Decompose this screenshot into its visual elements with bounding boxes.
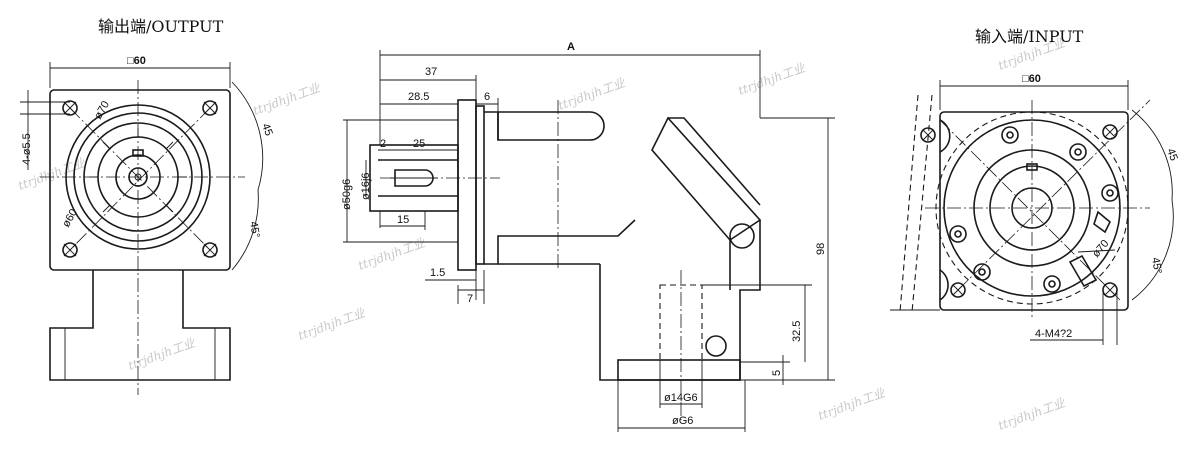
input-view: □60 [890,73,1180,345]
dim-50g6: ø50g6 [341,179,353,210]
dim-15: 15 [397,214,409,226]
output-square-dim: □60 [127,55,146,67]
input-angle-45: 45 [1164,147,1179,163]
dim-7: 7 [467,293,473,305]
dim-25: 25 [413,138,425,150]
input-angle-45b: 45° [1149,256,1164,274]
dim-14g6: ø14G6 [664,392,698,404]
watermark: ttrjdhjh工业 [556,75,627,112]
output-title: 输出端/OUTPUT [98,17,224,36]
output-angle-45: 45 [259,122,274,138]
input-square-dim: □60 [1022,73,1041,85]
watermark: ttrjdhjh工业 [816,385,887,422]
watermark: ttrjdhjh工业 [736,60,807,97]
output-view: □60 [20,55,275,395]
watermark: ttrjdhjh工业 [126,335,197,372]
output-dia-dim: ø60 [60,207,80,229]
watermark: ttrjdhjh工业 [251,80,322,117]
watermark-group: ttrjdhjh工业 ttrjdhjh工业 ttrjdhjh工业 ttrjdhj… [16,35,1067,432]
dim-6: 6 [484,91,490,103]
output-angle-45b: 45° [247,220,262,238]
dim-28-5: 28.5 [408,91,429,103]
input-holes-dim: 4-M4?2 [1035,328,1072,340]
dim-5: 5 [771,370,783,376]
input-title: 输入端/INPUT [975,27,1084,46]
watermark: ttrjdhjh工业 [996,395,1067,432]
watermark: ttrjdhjh工业 [296,305,367,342]
watermark: ttrjdhjh工业 [356,235,427,272]
output-holes-dim: 4-ø5.5 [21,133,33,165]
dim-16j6: ø16j6 [360,172,372,200]
side-view: A 37 28.5 6 2 25 ø50g6 ø16j6 15 1.5 [341,41,835,432]
dim-g6: øG6 [672,415,693,427]
dim-98: 98 [815,243,827,255]
dim-2: 2 [380,138,386,150]
input-pcd-dim: ø70 [1090,238,1111,260]
dim-overall: A [567,41,575,53]
dim-1-5: 1.5 [430,267,445,279]
dim-37: 37 [425,66,437,78]
dim-32-5: 32.5 [791,321,803,342]
